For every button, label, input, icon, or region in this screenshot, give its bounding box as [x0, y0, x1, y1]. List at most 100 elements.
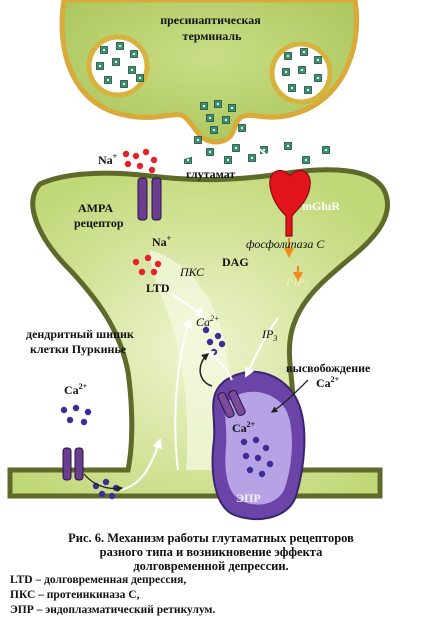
calcium-ion [84, 408, 92, 416]
glutamate-molecule-highlight [287, 145, 289, 147]
calcium-ion [242, 452, 250, 460]
calcium-ion [240, 438, 248, 446]
glutamate-label: глутамат [186, 167, 235, 181]
glutamate-molecule-highlight [217, 103, 219, 105]
glutamate-molecule-highlight [209, 151, 211, 153]
glutamate-molecule-highlight [263, 149, 265, 151]
calcium-ion [246, 466, 254, 474]
glutamate-molecule-highlight [307, 89, 309, 91]
glutamate-molecule-highlight [99, 65, 101, 67]
figure-caption-title: Рис. 6. Механизм работы глутаматных реце… [10, 531, 412, 573]
glutamate-molecule-highlight [197, 139, 199, 141]
calcium-ion [258, 470, 266, 478]
na-mid-label: Na+ [152, 234, 172, 249]
glutamate-molecule-highlight [131, 69, 133, 71]
glutamate-molecule-highlight [317, 77, 319, 79]
mglur-label: mGluR [302, 199, 340, 213]
glutamate-molecule-highlight [285, 71, 287, 73]
glutamate-molecule-highlight [103, 49, 105, 51]
glutamate-molecule-highlight [251, 157, 253, 159]
sodium-ion [124, 160, 132, 168]
caption-line: Рис. 6. Механизм работы глутаматных реце… [68, 531, 354, 545]
glutamate-molecule-highlight [231, 107, 233, 109]
ca-left-label: Ca2+ [64, 382, 88, 397]
calcium-ion [60, 406, 68, 414]
calcium-ion [72, 404, 80, 412]
glutamate-molecule-highlight [301, 69, 303, 71]
pip2-label: PIP2 [285, 275, 309, 291]
glutamate-molecule-highlight [303, 51, 305, 53]
sodium-ion [122, 150, 130, 158]
glutamate-molecule-highlight [305, 159, 307, 161]
er-lumen [225, 391, 292, 505]
calcium-ion [266, 460, 274, 468]
ca-release-label: высвобождение Ca2+ [286, 361, 373, 390]
signal-arrows [119, 145, 279, 491]
glutamate-molecule-highlight [107, 79, 109, 81]
sodium-ion [154, 260, 162, 268]
calcium-ion [98, 490, 106, 498]
glutamate-molecule-highlight [209, 117, 211, 119]
calcium-ion [108, 492, 116, 500]
ca-influx-arrow [119, 438, 163, 491]
glutamate-molecule-highlight [133, 53, 135, 55]
legend-ltd: LTD – долговременная депрессия, [10, 574, 187, 586]
calcium-ion [102, 478, 110, 486]
calcium-ion [214, 332, 222, 340]
calcium-ion [254, 454, 262, 462]
sodium-ion [150, 156, 158, 164]
calcium-ion [252, 436, 260, 444]
pkc-label: ПКС [179, 265, 205, 279]
glutamate-molecule-highlight [291, 87, 293, 89]
glutamate-molecule-highlight [187, 159, 189, 161]
sodium-ion [136, 162, 144, 170]
glutamate-molecule-highlight [119, 45, 121, 47]
ip3-label: IP3 [261, 327, 277, 343]
presynaptic-terminal [59, 0, 360, 145]
glutamate-molecule-highlight [227, 159, 229, 161]
calcium-ion [80, 418, 88, 426]
calcium-ion [206, 338, 214, 346]
legend-er: ЭПР – эндоплазматический ретикулум. [10, 604, 216, 616]
calcium-ion [210, 348, 218, 356]
glutamate-molecule-highlight [139, 77, 141, 79]
sodium-ion [132, 152, 140, 160]
ampa-receptor-label: AMPA рецептор [74, 201, 124, 230]
er-label: ЭПР [236, 491, 261, 505]
sodium-ion [150, 268, 158, 276]
glutamate-arrow-left [182, 146, 197, 160]
legend-pkc: ПКС – протеинкиназа С, [10, 589, 140, 601]
caption-line: разного типа и возникновение эффекта [99, 545, 323, 559]
glutamate-molecule-highlight [225, 119, 227, 121]
pkc-arrow [171, 293, 206, 318]
glutamate-molecule-highlight [235, 147, 237, 149]
dag-label: DAG [222, 255, 249, 269]
calcium-ion [218, 340, 226, 348]
sodium-ion [144, 254, 152, 262]
calcium-ion [202, 326, 210, 334]
glutamate-molecule-highlight [123, 83, 125, 85]
ip3-arrow [245, 317, 279, 378]
na-top-label: Na+ [98, 152, 118, 167]
ltd-label: LTD [146, 281, 170, 295]
glutamate-molecule-highlight [287, 55, 289, 57]
glutamate-molecule-highlight [213, 129, 215, 131]
ca-er-label: Ca2+ [232, 420, 256, 435]
plc-label: фосфолипаза С [246, 237, 325, 251]
glutamate-molecule-highlight [203, 105, 205, 107]
glutamate-molecule-highlight [325, 149, 327, 151]
sodium-ion [132, 258, 140, 266]
spine-neck-highlight [150, 250, 230, 470]
sodium-ion [148, 166, 156, 174]
glutamate-molecule-highlight [115, 61, 117, 63]
sodium-ion [142, 148, 150, 156]
calcium-channel [62, 447, 84, 481]
release-pointer-arrow [270, 379, 309, 413]
glutamate-molecule-highlight [317, 59, 319, 61]
ampa-receptor-channel [137, 177, 162, 221]
ca-turn-arrow [199, 353, 213, 387]
ca-mid-label: Ca2+ [196, 314, 219, 329]
calcium-ion [262, 444, 270, 452]
spine-label: дендритный шипик клетки Пуркинье [26, 327, 137, 356]
